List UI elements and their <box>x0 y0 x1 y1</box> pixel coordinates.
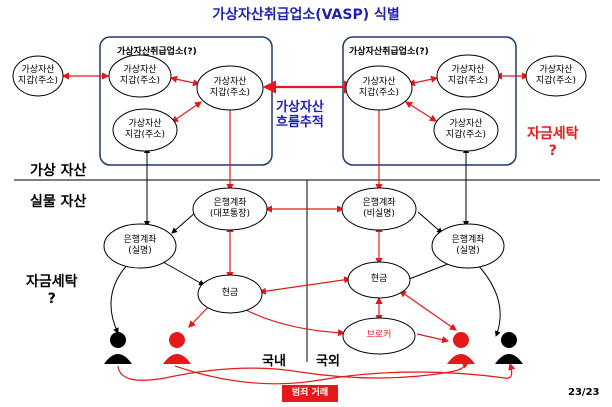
node-cash-left <box>197 274 263 314</box>
vasp-label-left: 가상자산취급업소(?) <box>117 47 197 57</box>
node-wallet-outer-right <box>525 55 587 97</box>
node-wallet-outer-left <box>12 55 64 97</box>
crime-badge: 범죄 거래 <box>282 385 338 402</box>
node-bank-real-right <box>431 223 505 269</box>
domestic-label: 국내 <box>262 354 286 369</box>
node-bank-anon <box>341 187 417 231</box>
zone-virtual-label: 가상 자산 <box>30 163 87 179</box>
node-bank-real-left <box>103 223 177 269</box>
node-label: 은행계좌(대포통장) <box>209 198 251 219</box>
node-label: 현금 <box>370 274 388 284</box>
node-cash-right <box>347 261 411 299</box>
suspect-label-right: 자금세탁? <box>527 126 579 159</box>
person-icon-black-right <box>495 332 523 364</box>
vasp-label-right: 가상자산취급업소(?) <box>349 47 429 57</box>
vasp-box-left <box>99 36 273 166</box>
person-icon-red-right <box>447 332 475 364</box>
node-bank-proxy <box>192 187 268 231</box>
node-wallet-l3 <box>112 108 178 152</box>
node-label: 은행계좌(실명) <box>123 235 157 256</box>
node-wallet-r3 <box>433 108 499 152</box>
node-wallet-l2 <box>196 65 264 111</box>
zone-real-label: 실물 자산 <box>30 194 87 210</box>
person-icon-black-left <box>104 332 132 364</box>
node-label: 현금 <box>221 288 239 298</box>
node-wallet-l1 <box>108 54 172 98</box>
node-label: 브로커 <box>366 330 392 340</box>
person-icon-red-left <box>163 332 191 364</box>
node-label: 은행계좌(비실명) <box>362 198 396 219</box>
abroad-label: 국외 <box>316 354 340 369</box>
vasp-box-right <box>342 36 517 166</box>
page-number: 23/23 <box>568 387 600 398</box>
page-title: 가상자산취급업소(VASP) 식별 <box>212 7 400 23</box>
node-broker <box>342 317 416 355</box>
suspect-label-left: 자금세탁? <box>26 274 78 307</box>
node-wallet-r2 <box>436 54 500 98</box>
node-wallet-r1 <box>345 65 413 111</box>
node-label: 은행계좌(실명) <box>451 235 485 256</box>
